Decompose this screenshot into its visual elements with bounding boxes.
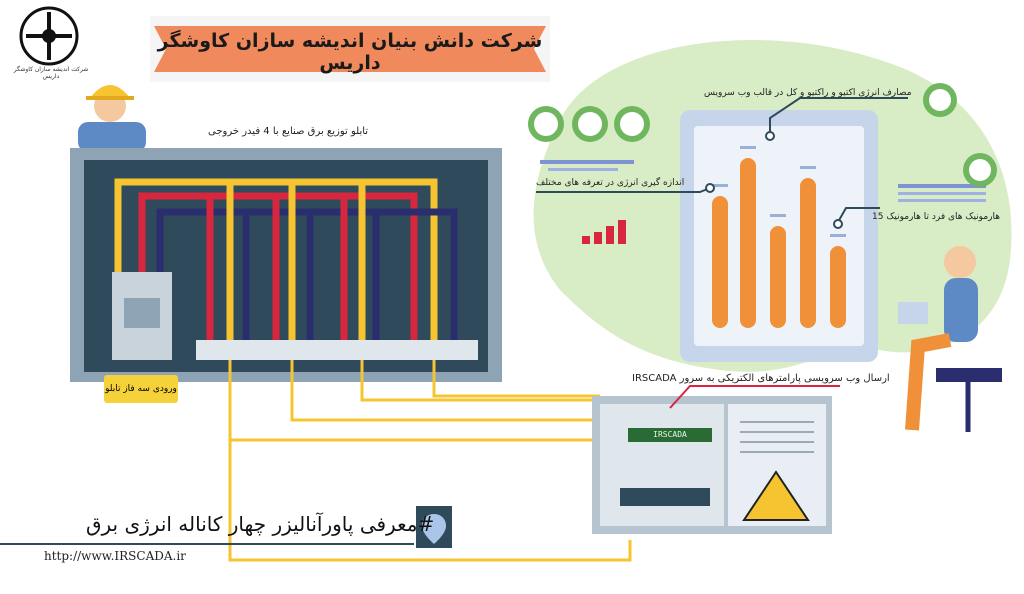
footer-title: #معرفی پاورآنالیزر چهار کاناله انرژی برق bbox=[86, 512, 435, 536]
dashboard-bar bbox=[830, 246, 846, 328]
website-url[interactable]: http://www.IRSCADA.ir bbox=[44, 549, 186, 563]
location-pin-icon bbox=[422, 514, 446, 544]
panel-label: تابلو توزیع برق صنایع با 4 فیدر خروجی bbox=[208, 126, 369, 137]
three-phase-input-tag: ورودی سه فاز تابلو bbox=[104, 375, 178, 403]
dashboard-bar bbox=[712, 196, 728, 328]
dashboard-bar bbox=[740, 158, 756, 328]
mini-bar-chart-icon bbox=[582, 220, 626, 244]
bus-bars bbox=[114, 178, 458, 340]
web-service-label: ارسال وب سرویسی پارامترهای الکتریکی به س… bbox=[632, 373, 890, 384]
company-title: شرکت دانش بنیان اندیشه سازان کاوشگر داری… bbox=[157, 30, 543, 74]
energy-consumption-label: مصارف انرژی اکتیو و راکتیو و کل در قالب … bbox=[704, 88, 912, 98]
gauge-icon bbox=[528, 83, 997, 187]
dashboard-bar-chart bbox=[712, 158, 846, 328]
logo-caption: شرکت اندیشه سازان کاوشگر داریس bbox=[13, 66, 89, 80]
tariff-measurement-label: اندازه گیری انرژی در تعرفه های مختلف bbox=[536, 178, 685, 188]
operator-figure bbox=[898, 246, 1002, 432]
company-logo bbox=[4, 4, 94, 78]
terminal-strip bbox=[196, 340, 478, 360]
dashboard-bar bbox=[800, 178, 816, 328]
warning-high-voltage-icon bbox=[742, 470, 810, 521]
title-banner bbox=[150, 16, 550, 82]
electrician-figure bbox=[78, 85, 146, 152]
bar-caps bbox=[712, 146, 846, 237]
analyzer-screen: IRSCADA bbox=[628, 428, 712, 442]
dashboard-bar bbox=[770, 226, 786, 328]
feeder-wires bbox=[228, 360, 632, 562]
harmonics-label: هارمونیک های فرد تا هارمونیک 15 bbox=[872, 212, 1000, 222]
